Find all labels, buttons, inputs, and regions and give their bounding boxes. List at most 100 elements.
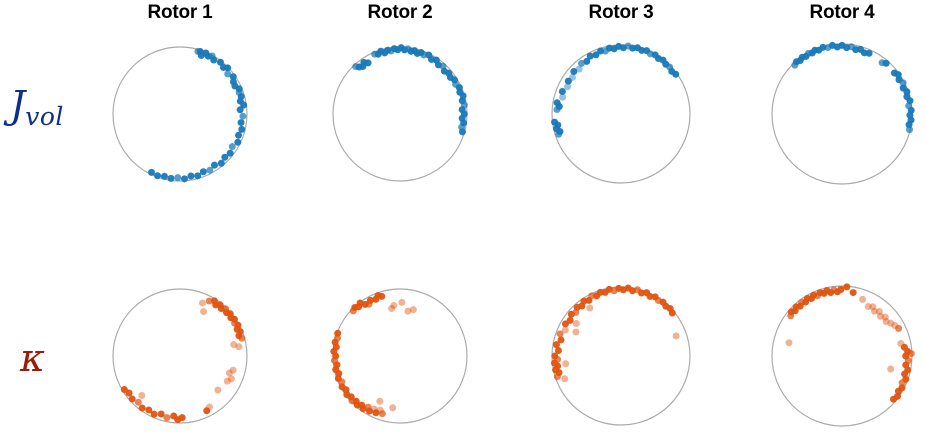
data-point <box>214 386 222 394</box>
data-point <box>138 404 146 412</box>
data-point <box>882 59 890 67</box>
data-point <box>551 118 559 126</box>
data-point <box>420 51 428 59</box>
unit-circle-outline <box>112 288 248 424</box>
data-point <box>230 341 238 349</box>
data-point <box>785 339 793 347</box>
data-point <box>199 168 207 176</box>
data-point <box>552 341 560 349</box>
data-point <box>562 360 570 368</box>
data-point <box>875 307 883 315</box>
data-point <box>889 395 897 403</box>
data-point <box>154 172 162 180</box>
data-point <box>637 289 645 297</box>
data-point <box>366 296 374 304</box>
data-point <box>561 375 569 383</box>
row-label-kappa: κ <box>20 338 45 378</box>
data-point <box>556 330 564 338</box>
data-point <box>672 70 680 78</box>
panel-jvol-rotor3 <box>536 29 706 199</box>
data-point <box>372 409 380 417</box>
data-point <box>668 309 676 317</box>
data-point <box>235 343 243 351</box>
data-point <box>901 370 909 378</box>
data-point <box>138 392 146 400</box>
column-title-rotor4: Rotor 4 <box>809 2 875 23</box>
data-point <box>458 128 466 136</box>
unit-circle-outline <box>112 46 248 182</box>
data-point <box>237 119 245 127</box>
data-point <box>566 316 574 324</box>
panel-kappa-rotor4 <box>756 270 926 442</box>
data-point <box>871 307 878 315</box>
row-label-subscript: vol <box>25 102 64 131</box>
data-point <box>404 307 412 315</box>
row-label-base: κ <box>20 336 45 380</box>
data-point <box>895 324 903 332</box>
data-point <box>583 57 591 65</box>
data-point <box>120 385 128 393</box>
data-point <box>221 153 229 161</box>
data-point <box>572 328 580 336</box>
data-point <box>148 168 156 176</box>
data-point <box>163 414 171 422</box>
panel-jvol-rotor2 <box>317 31 483 197</box>
data-point <box>390 301 398 309</box>
data-point <box>194 172 202 180</box>
data-point <box>181 175 189 183</box>
data-point <box>224 70 232 78</box>
data-point <box>557 336 565 344</box>
data-point <box>376 397 384 405</box>
data-point <box>216 58 224 66</box>
data-point <box>596 288 604 296</box>
data-point <box>906 126 914 134</box>
data-point <box>187 172 195 180</box>
data-point <box>819 43 827 51</box>
data-point <box>887 319 895 327</box>
data-point <box>389 404 397 412</box>
data-point <box>334 329 342 337</box>
data-point <box>887 365 895 373</box>
data-point <box>569 73 577 81</box>
data-point <box>145 406 153 414</box>
data-point <box>235 131 243 139</box>
data-point <box>200 308 208 316</box>
data-point <box>157 410 165 418</box>
data-point <box>409 306 417 314</box>
data-point <box>128 395 136 403</box>
panel-jvol-rotor1 <box>97 31 263 197</box>
data-point <box>561 326 569 334</box>
data-point <box>125 389 133 397</box>
data-point <box>865 49 873 57</box>
data-point <box>876 312 884 320</box>
data-point <box>586 304 594 312</box>
data-point <box>227 375 235 383</box>
data-point <box>551 352 559 360</box>
data-point <box>223 377 231 385</box>
data-point <box>206 166 214 174</box>
data-point <box>217 159 225 167</box>
data-point <box>558 88 566 95</box>
data-point <box>864 303 872 311</box>
data-point <box>843 283 851 291</box>
data-point <box>588 292 596 300</box>
data-point <box>239 112 247 120</box>
data-point <box>869 303 877 311</box>
data-point <box>398 298 406 306</box>
data-point <box>226 149 234 157</box>
column-title-rotor1: Rotor 1 <box>147 2 213 23</box>
data-point <box>199 299 207 307</box>
data-point <box>882 318 890 326</box>
data-point <box>559 93 567 101</box>
data-point <box>224 64 232 72</box>
data-point <box>210 161 218 169</box>
data-point <box>859 295 867 303</box>
panel-kappa-rotor3 <box>536 271 706 441</box>
panel-jvol-rotor4 <box>756 28 926 200</box>
data-point <box>210 56 218 64</box>
data-point <box>388 304 396 312</box>
data-point <box>907 350 915 358</box>
data-point <box>898 379 906 387</box>
panel-kappa-rotor1 <box>97 273 263 439</box>
